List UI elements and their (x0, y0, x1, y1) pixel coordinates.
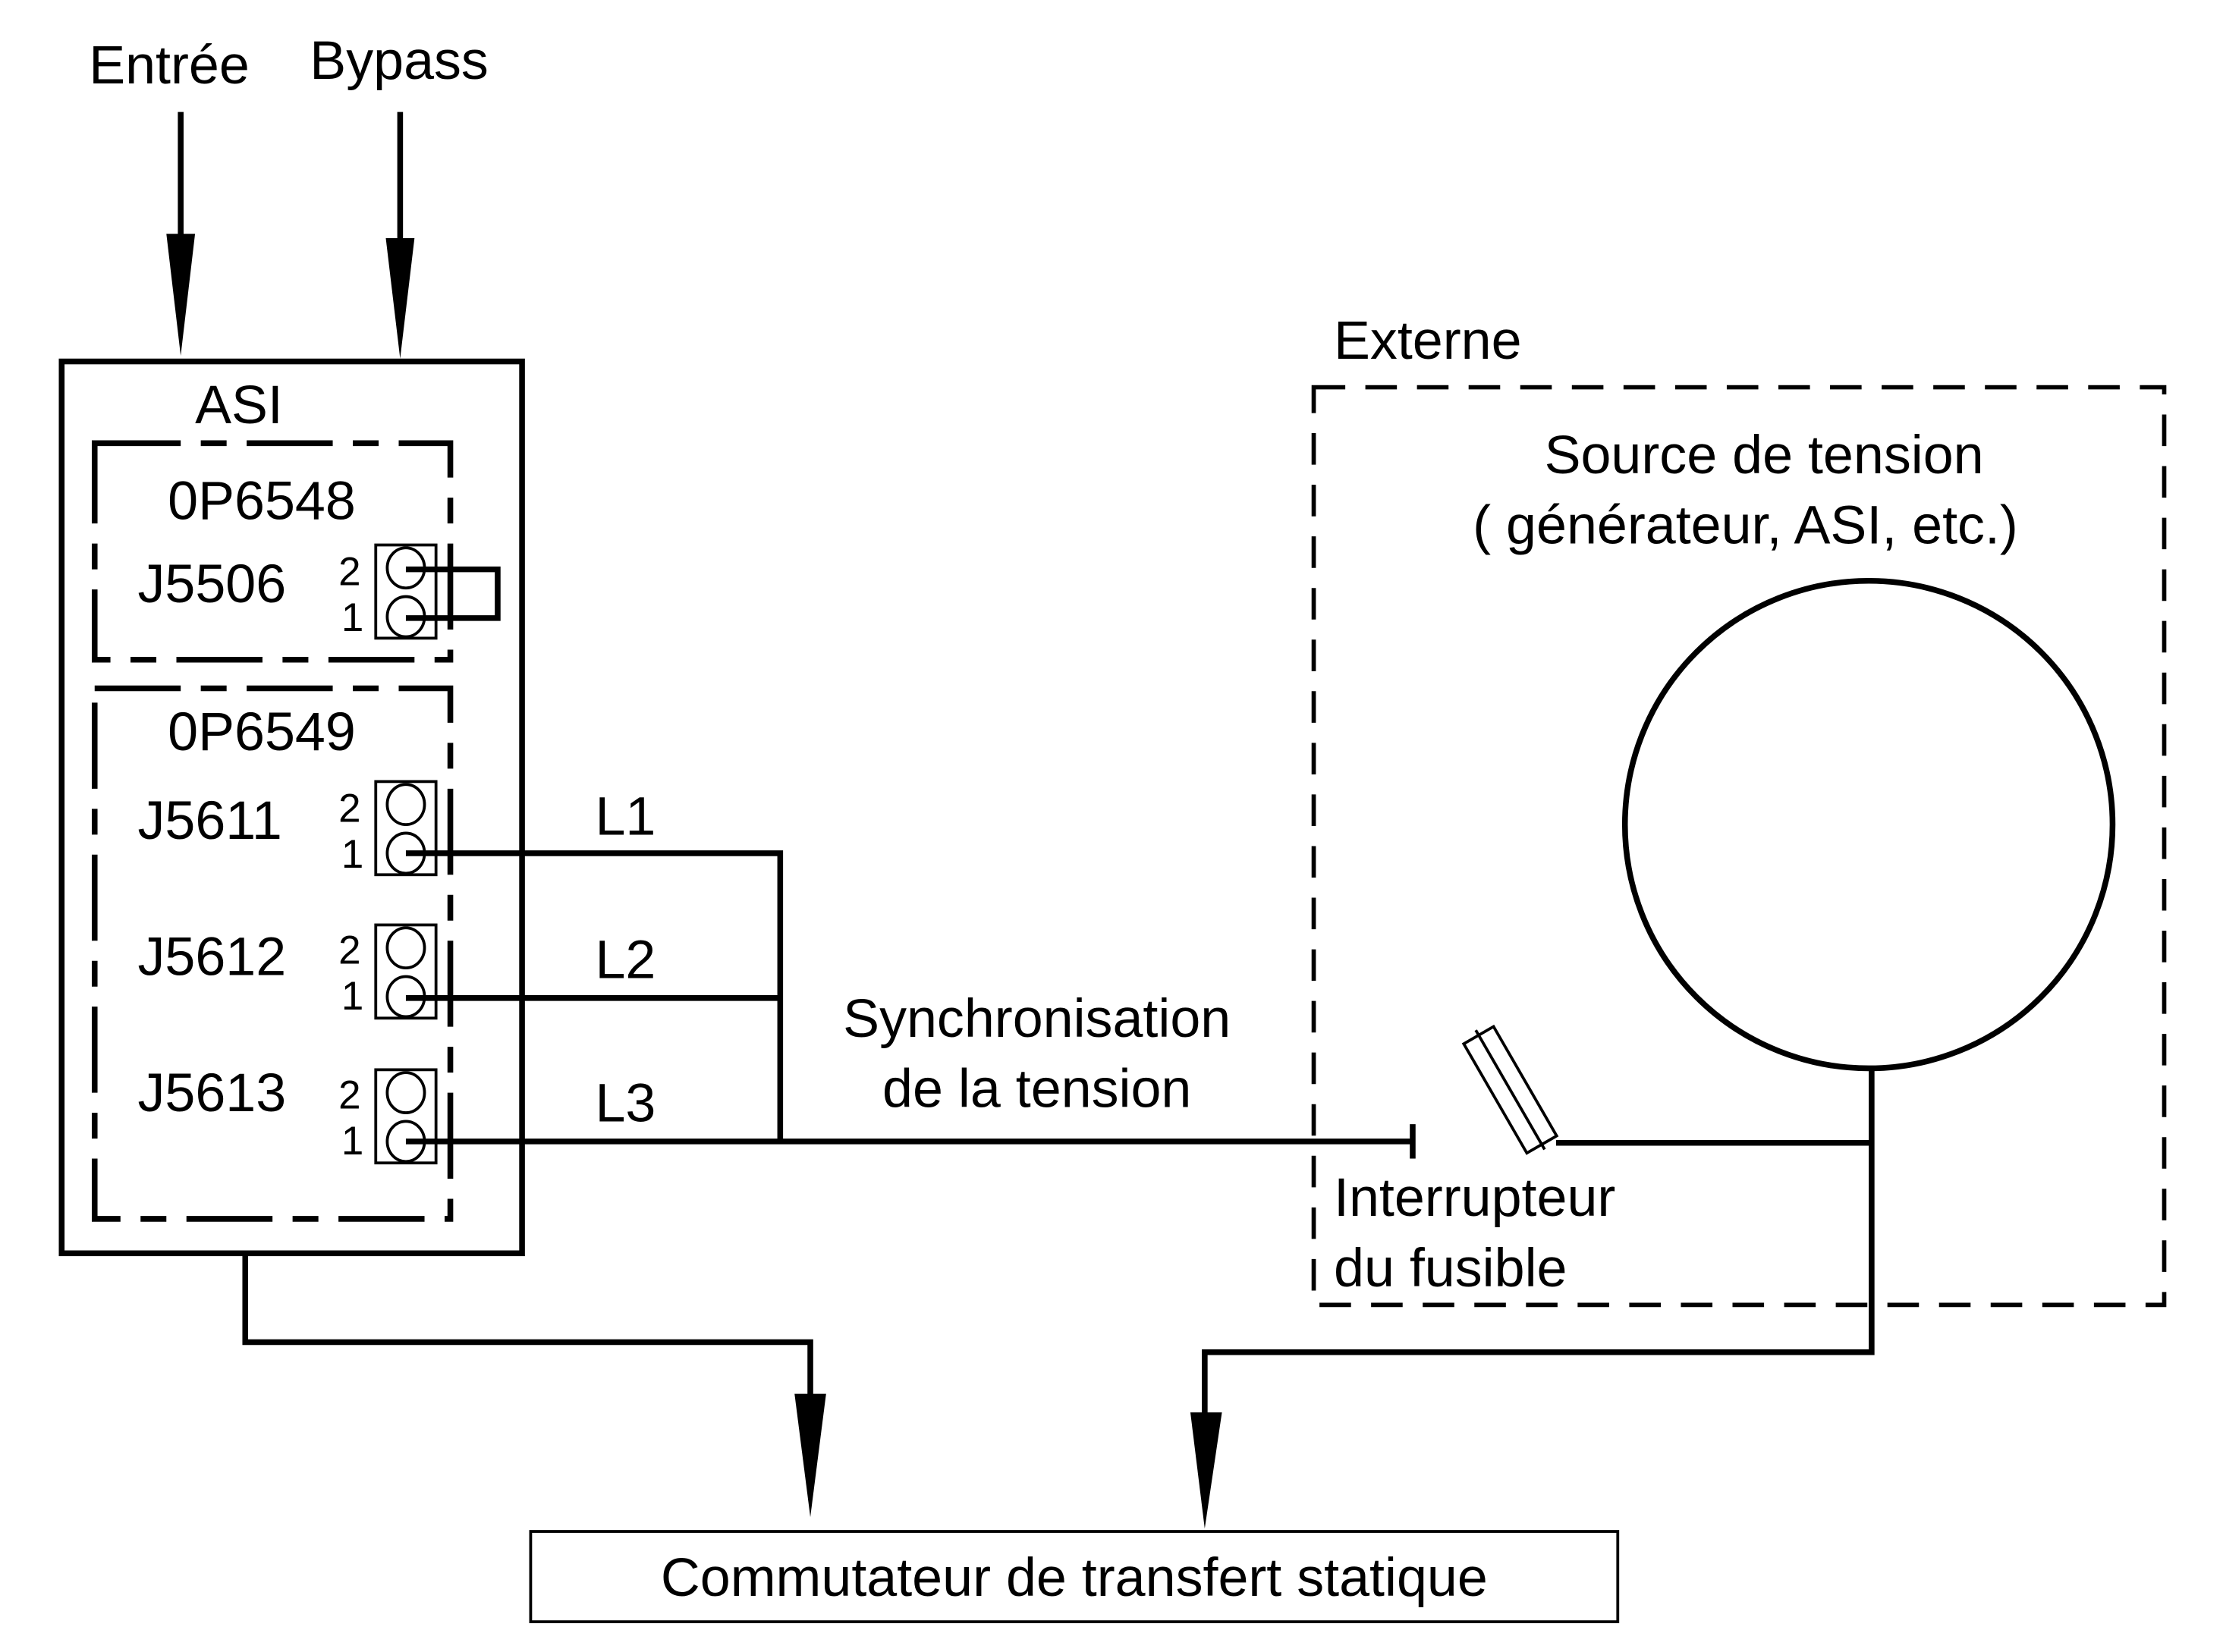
sync-label-line2: de la tension (882, 1059, 1191, 1120)
ups-label: ASI (195, 375, 283, 435)
line-l1-label: L1 (595, 786, 656, 846)
input-label: Entrée (89, 35, 250, 96)
input-arrow (166, 111, 196, 356)
sync-wires (405, 850, 1416, 1159)
board1-label: 0P6548 (168, 470, 356, 531)
board-0p6548: 0P6548 J5506 2 1 (91, 440, 501, 663)
line-l3-label: L3 (595, 1073, 656, 1133)
fuse-label-line1: Interrupteur (1334, 1167, 1615, 1228)
external-label: Externe (1334, 310, 1522, 371)
connector-j5611-label: J5611 (137, 790, 281, 851)
bypass-arrow (385, 111, 415, 359)
board2-label: 0P6549 (168, 702, 356, 762)
ups-to-sts-arrow (794, 1393, 826, 1518)
static-transfer-switch-label: Commutateur de transfert statique (661, 1547, 1488, 1608)
sync-label-line1: Synchronisation (843, 988, 1231, 1049)
pin-label: 2 (338, 786, 360, 831)
pin-label: 1 (341, 974, 363, 1019)
board-0p6549: 0P6549 J5611 2 1 J5612 2 1 J5613 2 1 (91, 685, 454, 1222)
voltage-source-symbol (1621, 577, 2116, 1072)
pin-label: 1 (341, 832, 363, 877)
ups-output-wire (242, 1253, 813, 1399)
pin-label: 2 (338, 1073, 360, 1117)
pin-label: 1 (341, 595, 363, 640)
source-to-sts-arrow (1190, 1412, 1222, 1529)
connector-j5506-label: J5506 (137, 554, 286, 614)
source-label-line2: ( générateur, ASI, etc.) (1473, 495, 2018, 556)
connector-j5613-label: J5613 (137, 1063, 286, 1123)
line-l2-label: L2 (595, 929, 656, 990)
source-label-line1: Source de tension (1545, 425, 1984, 485)
fuse-switch-icon (1461, 1024, 1872, 1155)
fuse-label-line2: du fusible (1334, 1238, 1567, 1299)
external-region (1311, 385, 2167, 1308)
connector-j5612-label: J5612 (137, 927, 286, 988)
bypass-label: Bypass (310, 30, 489, 91)
ups-box (58, 358, 525, 1257)
pin-label: 2 (338, 928, 360, 972)
pin-label: 1 (341, 1119, 363, 1164)
pin-label: 2 (338, 549, 360, 594)
source-output-wire (1202, 1068, 1875, 1420)
jumper-wire (405, 566, 501, 621)
static-transfer-switch-box (529, 1530, 1620, 1624)
